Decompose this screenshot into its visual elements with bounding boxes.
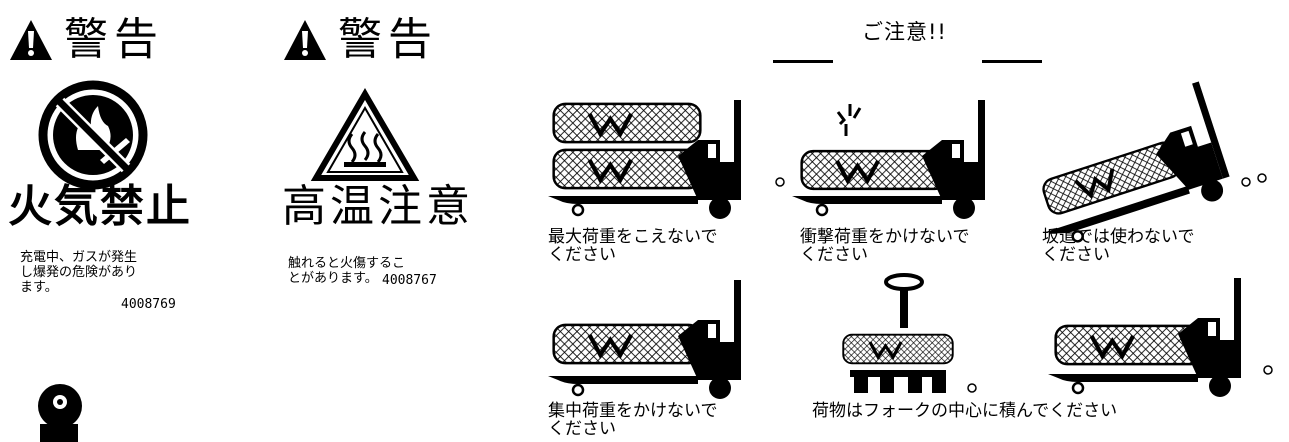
warning-header: 警告 [282,18,482,62]
warning-triangle-icon [284,20,326,60]
label-code: 4008769 [121,297,176,312]
pallet-front-illustration [830,273,977,393]
warning-triangle-icon [10,20,52,60]
caution-panel-impact: 衝撃荷重をかけないで ください [772,100,1002,275]
caution-panel-concentrated: 集中荷重をかけないで ください [548,280,768,442]
label-title: 火気禁止 [8,181,192,232]
caution-panel-overload: 最大荷重をこえないで ください [548,100,768,275]
stacked-loads-illustration [548,100,743,220]
caution-sheet: ご注意!! 最大荷重をこえないで ください 衝撃荷重をかけないで ください [540,0,1289,442]
title-rule-left [773,60,833,63]
no-fire-icon [38,80,148,190]
panel-caption: 荷物はフォークの中心に積んでください [812,401,1118,421]
label-body: 充電中、ガスが発生 し爆発の危険があり ます。 [20,250,138,295]
concentrated-load-illustration [548,280,743,400]
impact-load-illustration [775,100,987,220]
side-centered-illustration [1048,278,1273,398]
signal-word: 警告 [64,14,164,65]
title-rule-right [982,60,1042,63]
slope-illustration [1015,80,1267,256]
panel-caption: 集中荷重をかけないで ください [548,401,718,439]
hot-surface-icon [310,88,420,181]
label-body: 触れると火傷するこ とがあります。 [288,256,406,286]
panel-caption: 最大荷重をこえないで ください [548,227,718,265]
panel-caption: 坂道では使わないで ください [1042,227,1195,265]
caution-title: ご注意!! [862,20,947,44]
warning-label-heat: 警告 高温注意 触れると火傷するこ とがあります。 4008767 [282,18,482,308]
partial-round-icon [38,384,82,442]
caution-panel-centered: 荷物はフォークの中心に積んでください [810,270,1280,442]
warning-label-fire: 警告 火気禁止 充電中、ガスが発生 し爆発の危険があり ます。 4008769 [8,18,208,313]
warning-header: 警告 [8,18,208,62]
label-title: 高温注意 [282,181,474,232]
caution-panel-slope: 坂道では使わないで ください [1015,80,1284,275]
signal-word: 警告 [338,14,438,65]
label-code: 4008767 [382,273,437,288]
panel-caption: 衝撃荷重をかけないで ください [800,227,970,265]
